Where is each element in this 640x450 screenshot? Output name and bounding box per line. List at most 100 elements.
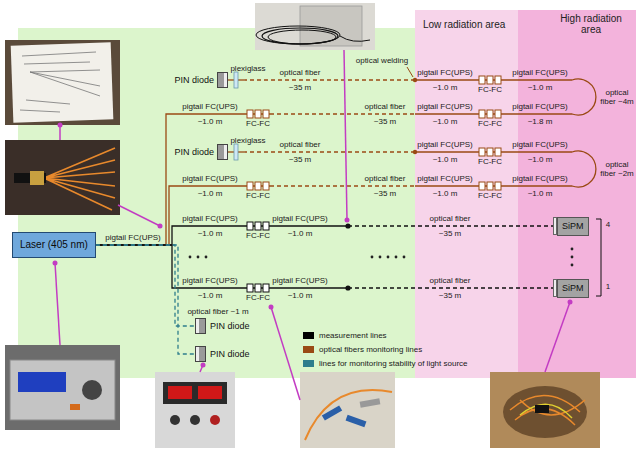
annotation-label: pigtail FC(UPS): [105, 233, 161, 242]
node-label: PIN diode: [174, 147, 214, 158]
plexiglass-plate: [234, 144, 238, 160]
fiber-segment: [348, 287, 553, 288]
annotation-label: optical fiber: [430, 276, 471, 285]
fiber-connector: [96, 245, 553, 288]
pin-diode-symbol: [195, 346, 206, 362]
pin-diode: PIN diode: [174, 72, 228, 88]
annotation-label: pigtail FC(UPS): [182, 174, 238, 183]
node-label: Low radiation area: [423, 19, 505, 31]
annotation-label: ~1.8 m: [528, 117, 553, 126]
annotation-label: FC-FC: [246, 191, 270, 200]
legend: measurement linesoptical fibers monitori…: [303, 328, 468, 370]
annotation-label: ~35 m: [439, 229, 461, 238]
annotation-label: ~35 m: [374, 117, 396, 126]
annotation-label: pigtail FC(UPS): [182, 214, 238, 223]
fiber-segment: [96, 226, 348, 245]
annotation-label: FC-FC: [478, 85, 502, 94]
fiber-segment: [415, 79, 596, 115]
photo-laser: [5, 345, 120, 430]
sipm-detector: SiPM: [553, 217, 589, 236]
annotation-label: optical fiber: [365, 174, 406, 183]
annotation-label: pigtail FC(UPS): [182, 276, 238, 285]
annotation-label: optical fiber: [430, 214, 471, 223]
fc-fc-adapter: [479, 110, 501, 118]
ellipsis-dots: [189, 248, 574, 267]
annotation-label: ~1.0 m: [433, 83, 458, 92]
pin-diode: PIN diode: [195, 346, 250, 362]
annotation-label: optical fiber ~2m: [600, 160, 634, 178]
annotation-label: optical fiber: [280, 68, 321, 77]
fc-fc-adapter: [479, 182, 501, 190]
annotation-label: ~1.0 m: [198, 117, 223, 126]
annotation-label: pigtail FC(UPS): [512, 174, 568, 183]
annotation-label: ~1.0 m: [433, 155, 458, 164]
fiber-joint: [345, 223, 350, 228]
node-label: PIN diode: [210, 321, 250, 332]
legend-swatch: [303, 346, 314, 353]
annotation-label: optical fiber ~1 m: [187, 307, 248, 316]
fc-fc-adapter: [247, 182, 269, 190]
fiber-segment: [245, 151, 415, 152]
annotation-label: FC-FC: [246, 231, 270, 240]
annotation-label: pigtail FC(UPS): [417, 140, 473, 149]
annotation-label: ~1.0 m: [528, 83, 553, 92]
annotation-label: pigtail FC(UPS): [512, 68, 568, 77]
annotation-label: ~1.0 m: [528, 155, 553, 164]
fiber-connector: [96, 226, 553, 245]
annotation-label: ~35 m: [439, 291, 461, 300]
fiber-segment: [348, 225, 553, 226]
annotation-label: optical welding: [356, 56, 408, 65]
leader-line: [407, 67, 413, 77]
weld-point: [413, 78, 417, 82]
weld-point: [413, 150, 417, 154]
annotation-label: plexiglass: [230, 64, 265, 73]
legend-swatch: [303, 332, 314, 339]
legend-text: optical fibers monitoring lines: [319, 345, 422, 354]
fiber-joint: [345, 285, 350, 290]
annotation-label: ~1.0 m: [433, 117, 458, 126]
fiber-connector: [96, 245, 195, 326]
photo-connectors: [300, 372, 395, 448]
annotation-label: pigtail FC(UPS): [512, 140, 568, 149]
high-radiation-ground: [518, 10, 636, 378]
low-radiation-ground: [415, 10, 636, 378]
sipm-detector: SiPM: [553, 279, 589, 298]
annotation-label: ~1.0 m: [198, 291, 223, 300]
annotation-label: FC-FC: [478, 119, 502, 128]
callout-number: 1: [606, 282, 610, 291]
fiber-segment: [270, 185, 415, 186]
annotation-label: ~35 m: [374, 189, 396, 198]
annotation-label: ~1.0 m: [288, 291, 313, 300]
fc-fc-adapter: [247, 222, 269, 230]
fc-fc-adapter: [479, 76, 501, 84]
node-label: SiPM: [557, 279, 589, 298]
legend-swatch: [303, 360, 314, 367]
annotation-label: ~1.0 m: [198, 229, 223, 238]
fiber-segment: [96, 245, 348, 288]
annotation-label: pigtail FC(UPS): [272, 214, 328, 223]
annotation-label: ~35 m: [289, 83, 311, 92]
annotation-label: pigtail FC(UPS): [417, 102, 473, 111]
pin-diode: PIN diode: [195, 318, 250, 334]
plexiglass-plate: [234, 72, 238, 88]
photo-power-supply: [155, 372, 235, 448]
photo-sipm-box: [490, 372, 600, 448]
fc-fc-adapter: [247, 284, 269, 292]
node-label: SiPM: [557, 217, 589, 236]
leader-dots: [53, 123, 573, 368]
annotation-label: ~35 m: [289, 155, 311, 164]
annotation-label: ~1.0 m: [198, 189, 223, 198]
annotation-label: pigtail FC(UPS): [512, 102, 568, 111]
legend-item: lines for monitoring stability of light …: [303, 356, 468, 370]
bracket: [596, 219, 601, 296]
fiber-connector: [96, 245, 195, 354]
pin-diode-symbol: [217, 144, 228, 160]
annotation-label: optical fiber: [365, 102, 406, 111]
fiber-segment: [96, 245, 195, 326]
annotation-label: optical fiber: [280, 140, 321, 149]
annotation-label: ~1.0 m: [288, 229, 313, 238]
annotation-label: plexiglass: [230, 136, 265, 145]
fiber-segment: [245, 79, 415, 80]
fc-fc-adapter: [479, 148, 501, 156]
